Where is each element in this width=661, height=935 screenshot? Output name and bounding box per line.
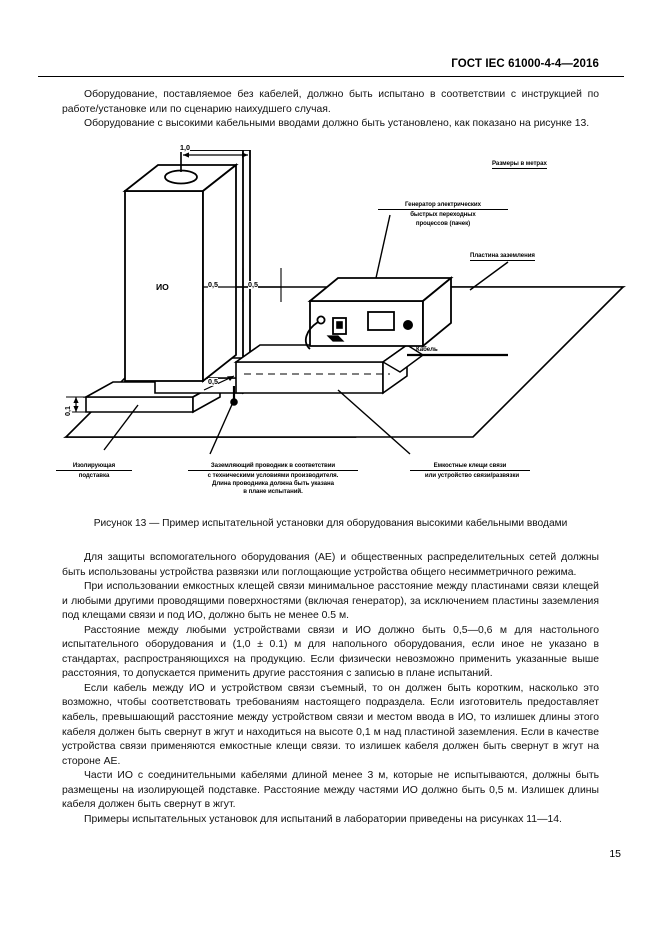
- paragraph: Расстояние между любыми устройствами свя…: [62, 624, 599, 680]
- figure-units-note: Размеры в метрах: [492, 160, 547, 170]
- paragraph: При использовании емкостных клещей связи…: [62, 581, 599, 622]
- dimension-clamp-gap: 0,5: [208, 377, 218, 386]
- page-header: ГОСТ IEC 61000-4-4—2016: [451, 58, 599, 70]
- page-number: 15: [609, 848, 621, 860]
- dimension-mid-right: 0,5: [248, 280, 258, 289]
- generator-label-line1: Генератор электрических: [378, 201, 508, 211]
- header-divider: [38, 76, 624, 77]
- paragraph: Части ИО с соединительными кабелями длин…: [62, 770, 599, 811]
- paragraph: Оборудование с высокими кабельными ввода…: [84, 118, 590, 130]
- paragraph: Оборудование, поставляемое без кабелей, …: [62, 89, 599, 115]
- paragraph: Примеры испытательных установок для испы…: [84, 813, 562, 825]
- ground-conductor-label-line1: Заземляющий проводник в соответствии: [188, 462, 358, 472]
- figure-13: Размеры в метрах Генератор электрических…: [38, 144, 628, 512]
- figure-13-drawing: [62, 150, 627, 455]
- dimension-top-width: 1,0: [180, 143, 190, 152]
- body-text-block: Для защиты вспомогательного оборудования…: [62, 551, 599, 827]
- eut-label: ИО: [156, 282, 169, 292]
- insulating-support-label-line2: подставка: [78, 472, 110, 479]
- cable-label: Кабель: [416, 346, 438, 353]
- ground-conductor-label-line3: Длина проводника должна быть указана: [212, 480, 334, 487]
- generator-label-line2: быстрых переходных: [410, 211, 476, 218]
- dimension-height-left: 0,1: [63, 406, 72, 416]
- dimension-mid-left: 0,5: [208, 280, 218, 289]
- figure-caption: Рисунок 13 — Пример испытательной устано…: [93, 518, 568, 529]
- paragraph: Если кабель между ИО и устройством связи…: [62, 682, 599, 767]
- coupling-clamp-label-line1: Емкостные клещи связи: [410, 462, 530, 472]
- insulating-support-label-line1: Изолирующая: [56, 462, 132, 472]
- intro-text-block: Оборудование, поставляемое без кабелей, …: [62, 88, 599, 132]
- coupling-clamp-label-line2: или устройство связи/развязки: [424, 472, 520, 479]
- generator-label-line3: процессов (пачек): [415, 220, 471, 227]
- ground-conductor-label-line4: в плане испытаний.: [243, 488, 303, 495]
- ground-plane-label: Пластина заземления: [470, 252, 535, 262]
- ground-conductor-label-line2: с техническими условиями производителя.: [207, 472, 339, 479]
- paragraph: Для защиты вспомогательного оборудования…: [62, 552, 599, 578]
